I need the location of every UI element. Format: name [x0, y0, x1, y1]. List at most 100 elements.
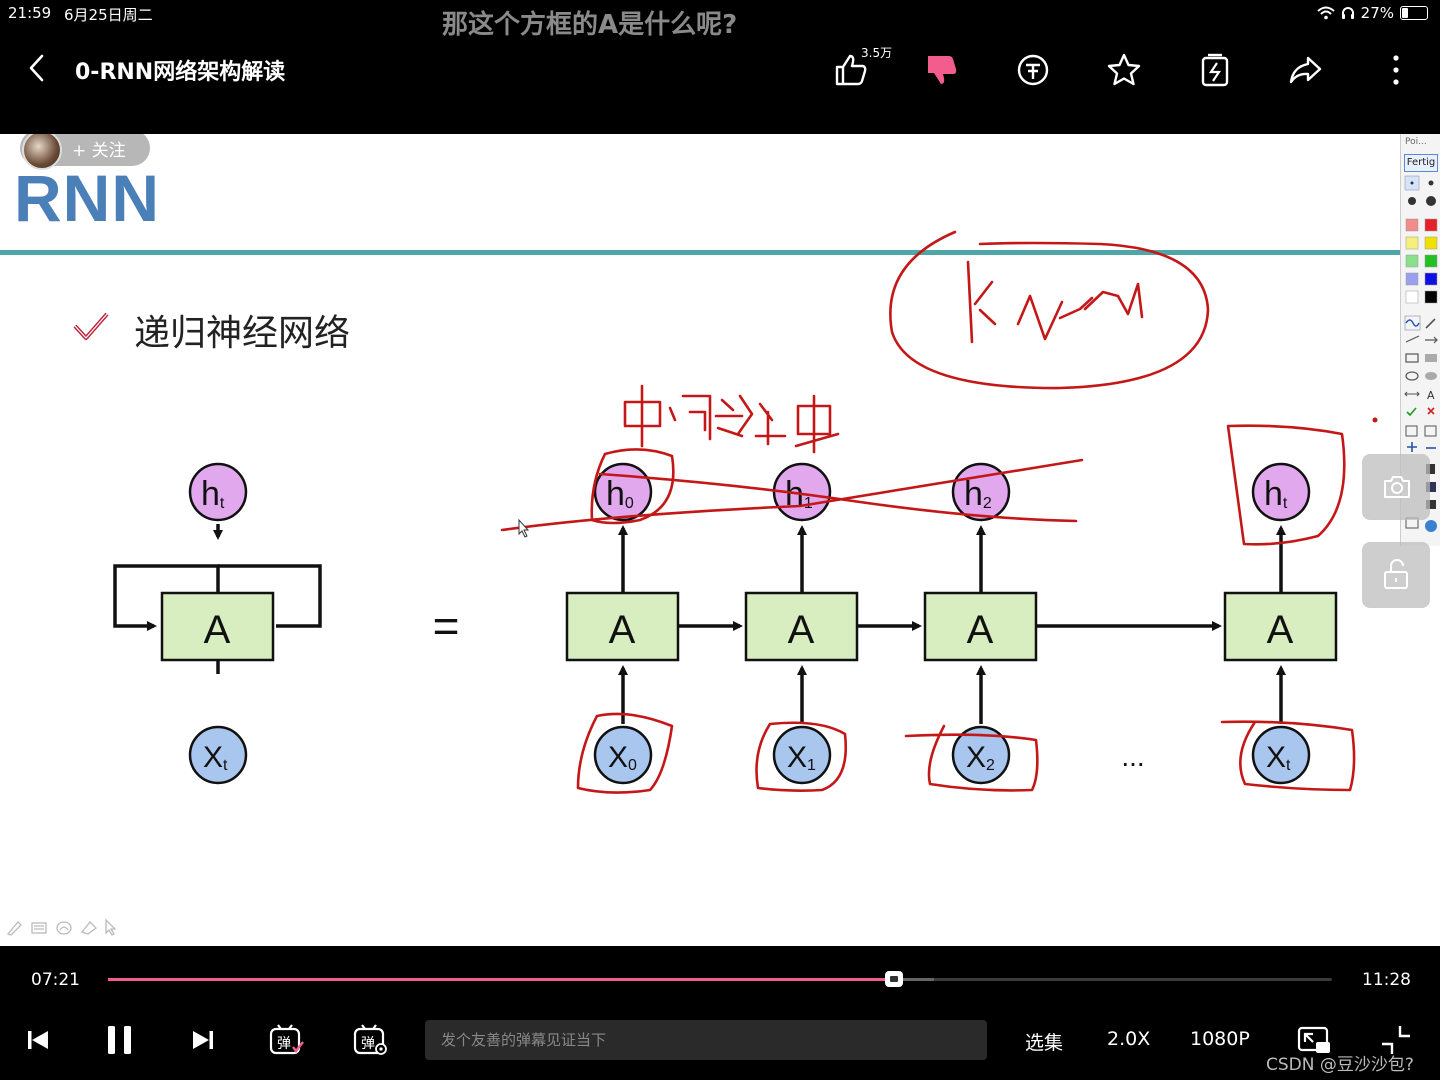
- color-swatch[interactable]: [1424, 236, 1438, 250]
- color-swatch[interactable]: [1405, 290, 1419, 304]
- input-node: [188, 725, 248, 785]
- back-icon[interactable]: [22, 52, 54, 84]
- dislike-icon[interactable]: [922, 50, 962, 90]
- svg-text:弹: 弹: [361, 1036, 375, 1052]
- pause-icon[interactable]: [102, 1022, 138, 1058]
- episodes-button[interactable]: 选集: [1025, 1032, 1064, 1054]
- played-bar: [108, 978, 894, 981]
- output-node: [188, 462, 248, 522]
- uploader-avatar[interactable]: [22, 134, 62, 170]
- slide-pen-tools: [6, 918, 116, 936]
- like-icon[interactable]: [831, 50, 871, 90]
- color-swatch[interactable]: [1405, 218, 1419, 232]
- like-count: 3.5万: [861, 46, 893, 60]
- annotation-tool-grid[interactable]: A: [1401, 174, 1440, 544]
- slide-title: RNN: [14, 161, 160, 235]
- next-icon[interactable]: [185, 1022, 221, 1058]
- follow-label: + 关注: [72, 141, 126, 161]
- progress-bar[interactable]: [108, 978, 1332, 981]
- annotation-toolbar-header: Poi...: [1405, 137, 1427, 147]
- coin-icon[interactable]: [1013, 50, 1053, 90]
- previous-icon[interactable]: [20, 1022, 56, 1058]
- rnn-cell-label: A: [1267, 608, 1294, 652]
- follow-button[interactable]: + 关注: [20, 134, 150, 170]
- output-label-t: ht: [1264, 475, 1288, 513]
- screen-lock-button[interactable]: [1362, 542, 1430, 608]
- color-swatch[interactable]: [1405, 272, 1419, 286]
- rnn-cell-label: A: [609, 608, 636, 652]
- input-node-1: [772, 725, 832, 785]
- favorite-star-icon[interactable]: [1104, 50, 1144, 90]
- input-node-2: [951, 725, 1011, 785]
- output-label: ht: [201, 475, 225, 513]
- speed-button[interactable]: 2.0X: [1107, 1028, 1151, 1050]
- color-swatch[interactable]: [1424, 254, 1438, 268]
- wifi-icon: [1316, 6, 1335, 20]
- clock: 21:59: [8, 4, 52, 22]
- color-swatch[interactable]: [1405, 254, 1419, 268]
- ink-box-xt: [1220, 720, 1356, 792]
- input-label-1: X1: [787, 741, 816, 774]
- ink-box-ht: [1226, 424, 1346, 546]
- color-swatch[interactable]: [1424, 218, 1438, 232]
- quality-button[interactable]: 1080P: [1190, 1028, 1250, 1050]
- output-label-0: h0: [606, 475, 634, 513]
- color-swatch[interactable]: [1424, 290, 1438, 304]
- equals-sign: =: [433, 600, 460, 652]
- slide-bullet: 递归神经网络: [134, 313, 351, 354]
- total-time: 11:28: [1362, 970, 1411, 990]
- ink-box-x1: [755, 721, 848, 792]
- battery-icon: [1400, 6, 1428, 20]
- ink-text-middle-result: [623, 384, 840, 454]
- pen-tool-icons[interactable]: [6, 918, 116, 936]
- danmaku-toggle-icon[interactable]: 弹: [352, 1022, 388, 1058]
- color-swatch[interactable]: [1405, 236, 1419, 250]
- input-label-2: X2: [966, 741, 995, 774]
- input-node-t: [1251, 725, 1311, 785]
- rnn-cell: [160, 591, 275, 662]
- exit-fullscreen-icon[interactable]: [1378, 1022, 1414, 1058]
- ink-ellipse-rnn: [889, 230, 1210, 390]
- slide-divider: [0, 250, 1402, 255]
- screenshot-button[interactable]: [1362, 454, 1430, 520]
- input-node-0: [593, 725, 653, 785]
- rnn-cell-label: A: [788, 608, 815, 652]
- rnn-cell-label: A: [204, 608, 231, 652]
- rnn-diagram: A ht Xt = Ah0X0Ah1X1Ah2X2AhtXt ...: [113, 230, 1378, 794]
- ink-box-x0: [576, 712, 674, 794]
- annotation-done-button[interactable]: Fertig: [1404, 154, 1438, 172]
- danmaku-settings-icon[interactable]: 弹: [268, 1022, 304, 1058]
- input-label-t: Xt: [1266, 741, 1291, 774]
- ink-box-h0: [590, 448, 675, 525]
- progress-thumb[interactable]: [884, 971, 903, 987]
- video-header: 0-RNN网络架构解读 3.5万: [0, 28, 1440, 134]
- date: 6月25日周二: [64, 6, 153, 24]
- rnn-cell-1: [744, 591, 859, 662]
- svg-text:A: A: [1427, 389, 1435, 402]
- video-title: 0-RNN网络架构解读: [75, 60, 286, 85]
- picture-in-picture-icon[interactable]: [1296, 1022, 1332, 1058]
- checkmark-icon: [73, 312, 109, 340]
- headphones-icon: [1341, 7, 1354, 19]
- danmaku-input[interactable]: 发个友善的弹幕见证当下: [425, 1020, 987, 1060]
- folded-rnn: A ht Xt: [113, 462, 322, 785]
- player-controls: 07:21 11:28 弹 弹 发个友善的弹幕见证当下 选集 2.0X 1080…: [0, 946, 1440, 1080]
- rnn-cell-3: [1223, 591, 1338, 662]
- rnn-cell-0: [565, 591, 680, 662]
- rnn-cell-label: A: [967, 608, 994, 652]
- handwritten-annotations: [500, 230, 1378, 794]
- input-label: Xt: [203, 741, 228, 774]
- status-icons: 27%: [1316, 4, 1428, 22]
- color-swatch[interactable]: [1424, 272, 1438, 286]
- share-icon[interactable]: [1286, 50, 1326, 90]
- ink-strike-2: [598, 472, 1078, 523]
- output-node-t: [1251, 462, 1311, 522]
- more-icon[interactable]: [1376, 50, 1416, 90]
- danmaku-overlay-text: 那这个方框的A是什么呢?: [442, 10, 738, 40]
- mouse-cursor-icon: [518, 518, 530, 538]
- output-label-2: h2: [964, 475, 992, 513]
- charge-icon[interactable]: [1195, 50, 1235, 90]
- status-bar: 21:59 6月25日周二 那这个方框的A是什么呢? 27%: [0, 0, 1440, 40]
